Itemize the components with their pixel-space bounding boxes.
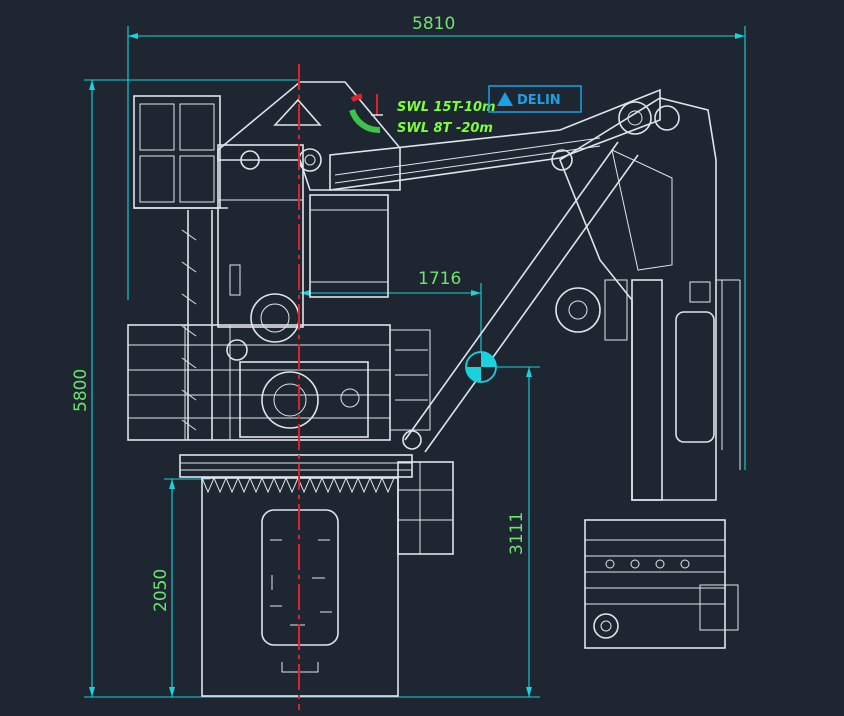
- center-of-gravity-symbol: [465, 351, 497, 383]
- winch-drum: [309, 194, 389, 298]
- brand-name: DELIN: [517, 93, 561, 108]
- luffing-cylinder: [402, 141, 639, 453]
- a-frame: [217, 81, 401, 328]
- brand-logo: DELIN: [488, 85, 582, 113]
- load-rating-line-1: SWL 15T-10m: [397, 100, 496, 115]
- ladder: [181, 210, 213, 440]
- dim-label-width: 5810: [412, 14, 455, 34]
- boom-post: [555, 97, 741, 501]
- dimension-overall-height: 5800: [71, 79, 540, 698]
- crane-housing: [127, 293, 431, 441]
- dimension-pivot-height: 3111: [481, 366, 540, 697]
- load-rating-line-2: SWL 8T -20m: [397, 121, 493, 136]
- dimension-reach-offset: 1716: [300, 269, 482, 372]
- slew-drive: [397, 461, 454, 555]
- dimension-pedestal-height: 2050: [151, 478, 210, 697]
- angle-indicator-icon: [349, 93, 383, 133]
- dim-label-reach: 1716: [418, 269, 461, 289]
- dimension-overall-width: 5810: [127, 14, 746, 470]
- dim-label-height: 5800: [71, 369, 91, 412]
- hook-block: [584, 519, 739, 649]
- slewing-ring: [179, 454, 413, 478]
- dim-label-pivot: 3111: [507, 512, 527, 555]
- operator-cabin: [133, 95, 228, 209]
- main-boom: [329, 88, 680, 191]
- dim-label-pedestal: 2050: [151, 569, 171, 612]
